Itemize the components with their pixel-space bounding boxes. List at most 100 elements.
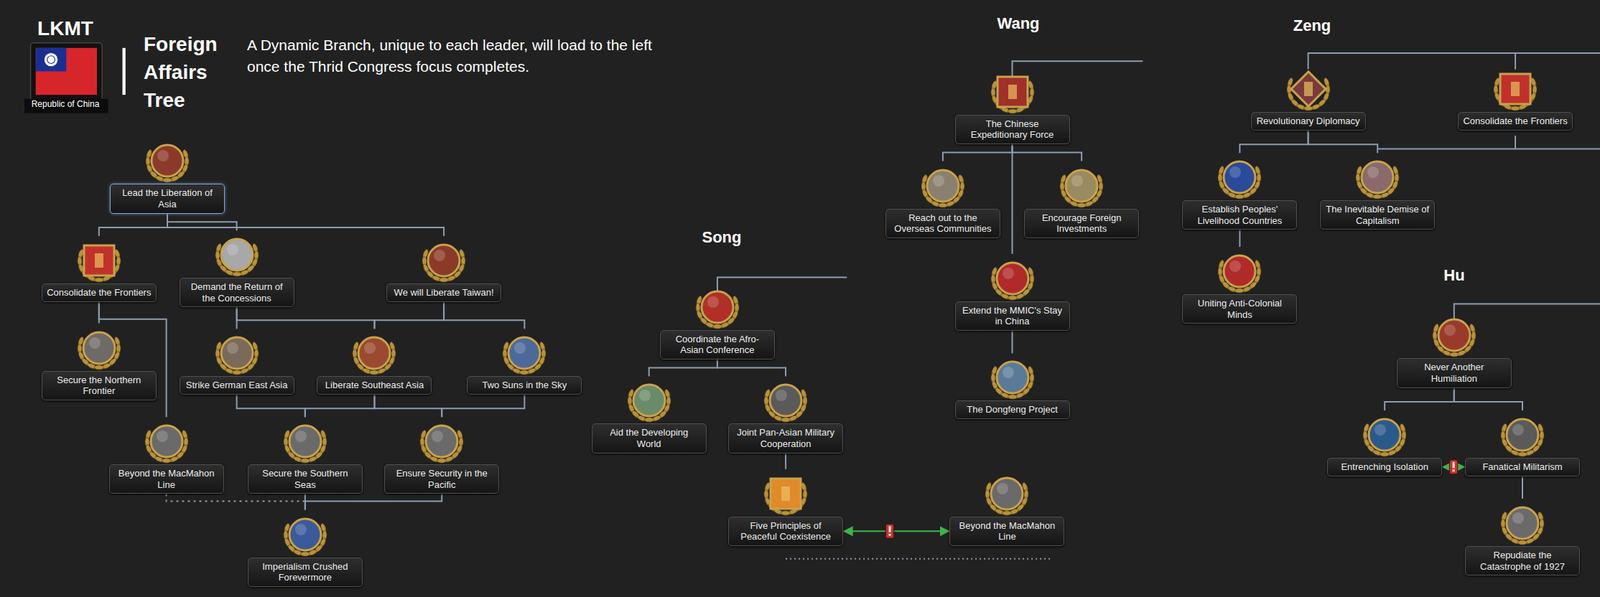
focus-icon (917, 161, 969, 209)
icon-disc (1361, 161, 1394, 194)
icon-art (921, 170, 966, 208)
focus-icon (73, 323, 125, 372)
focus-plate: Extend the MMIC's Stay in China (955, 301, 1071, 332)
laurel-leaf (1380, 452, 1390, 457)
focus-node: Liberate Southeast Asia (316, 328, 432, 395)
focus-icon (415, 417, 468, 465)
laurel-leaf (1235, 194, 1245, 199)
icon-square (84, 245, 115, 276)
prerequisite-line (99, 214, 168, 237)
icon-shine (1374, 424, 1386, 436)
icon-shine (1229, 260, 1241, 273)
flag-sun-ring (46, 55, 56, 64)
icon-shine (431, 430, 444, 443)
focus-label: Consolidate the Frontiers (46, 287, 152, 299)
icon-art (990, 262, 1035, 301)
icon-art (76, 245, 121, 283)
flag-sun-core (47, 56, 55, 64)
icon-disc (221, 239, 253, 271)
focus-icon (279, 417, 332, 465)
icon-disc (508, 337, 541, 370)
focus-node: Five Principles of Peaceful Coexistence (728, 469, 844, 547)
icon-art (1217, 255, 1262, 293)
laurel-leaf (1235, 288, 1245, 293)
focus-node: The Dongfeng Project (955, 353, 1071, 420)
icon-disc (769, 384, 802, 417)
laurel-leaf (1007, 295, 1017, 301)
focus-plate: Fanatical Militarism (1464, 458, 1580, 477)
heading-text: LKMT (37, 16, 94, 41)
icon-art (352, 337, 397, 375)
laurel-leaf (161, 458, 171, 464)
prerequisite-line (374, 302, 444, 330)
laurel-leaf (1510, 106, 1521, 111)
focus-icon (348, 328, 400, 377)
branch-line (1514, 53, 1516, 70)
icon-art (214, 239, 259, 277)
focus-plate: Two Suns in the Sky (466, 376, 582, 395)
icon-disc (1506, 419, 1539, 451)
focus-label: The Dongfeng Project (960, 404, 1065, 416)
heading-text: Zeng (1293, 16, 1332, 36)
focus-plate: The Chinese Expeditionary Force (955, 114, 1071, 145)
laurel-leaf (94, 277, 104, 283)
laurel-leaf (163, 178, 173, 183)
icon-emblem (1510, 81, 1520, 97)
focus-plate: Encourage Foreign Investments (1024, 208, 1139, 239)
focus-label: Joint Pan-Asian Military Cooperation (733, 427, 839, 450)
prerequisite-line (1308, 130, 1379, 153)
separator-bar (122, 48, 126, 95)
prerequisite-line (649, 359, 718, 378)
focus-plate: Joint Pan-Asian Military Cooperation (728, 423, 844, 454)
icon-disc (996, 262, 1029, 295)
icon-shine (1229, 166, 1241, 179)
branch-line (1454, 303, 1600, 324)
focus-label: Repudiate the Catastrophe of 1927 (1470, 550, 1575, 573)
focus-plate: Liberate Southeast Asia (316, 376, 432, 395)
focus-node: Two Suns in the Sky (466, 328, 582, 395)
icon-shine (1002, 366, 1015, 379)
icon-shine (996, 483, 1009, 495)
focus-icon (986, 67, 1039, 115)
icon-shine (156, 430, 169, 443)
laurel-leaf (231, 370, 242, 375)
focus-plate: Secure the Southern Seas (247, 464, 363, 495)
focus-node: Joint Pan-Asian Military Cooperation (728, 376, 844, 454)
icon-shine (1367, 166, 1379, 179)
icon-shine (364, 342, 376, 355)
focus-label: Entrenching Isolation (1332, 461, 1437, 474)
icon-art (76, 332, 121, 370)
focus-label: Secure the Southern Seas (252, 468, 358, 491)
focus-node: The Inevitable Demise of Capitalism (1319, 152, 1435, 230)
focus-plate: Imperialism Crushed Forevermore (247, 557, 363, 588)
focus-plate: Reach out to the Overseas Communities (885, 208, 1001, 239)
focus-plate: Demand the Return of the Concessions (179, 277, 295, 308)
laurel-leaf (94, 365, 104, 370)
icon-disc (1065, 170, 1098, 202)
prerequisite-line (1238, 229, 1241, 248)
focus-icon (73, 236, 125, 284)
focus-icon (1213, 152, 1266, 201)
focus-node: Encourage Foreign Investments (1024, 161, 1139, 239)
prerequisite-line (784, 453, 787, 470)
focus-plate: Beyond the MacMahon Line (109, 464, 225, 495)
icon-art (1500, 419, 1545, 457)
focus-plate: Lead the Liberation of Asia (109, 183, 225, 214)
focus-plate: We will Liberate Taiwan! (386, 283, 502, 303)
focus-label: Uniting Anti-Colonial Minds (1187, 298, 1292, 321)
heading-text: Song (702, 228, 742, 248)
laurel-leaf (1007, 109, 1017, 114)
exclusive-mark (1449, 460, 1458, 475)
laurel-leaf (1510, 106, 1521, 111)
icon-square (1291, 71, 1326, 107)
laurel-leaf (937, 203, 948, 208)
icon-square (997, 76, 1028, 108)
laurel-leaf (519, 370, 530, 375)
focus-plate: Revolutionary Diplomacy (1250, 112, 1366, 131)
focus-node: Never Another Humiliation (1396, 310, 1512, 388)
focus-node: Beyond the MacMahon Line (949, 469, 1065, 547)
laurel-leaf (644, 417, 654, 423)
focus-icon (986, 353, 1039, 401)
icon-art (422, 244, 467, 283)
focus-node: Secure the Northern Frontier (41, 323, 157, 401)
